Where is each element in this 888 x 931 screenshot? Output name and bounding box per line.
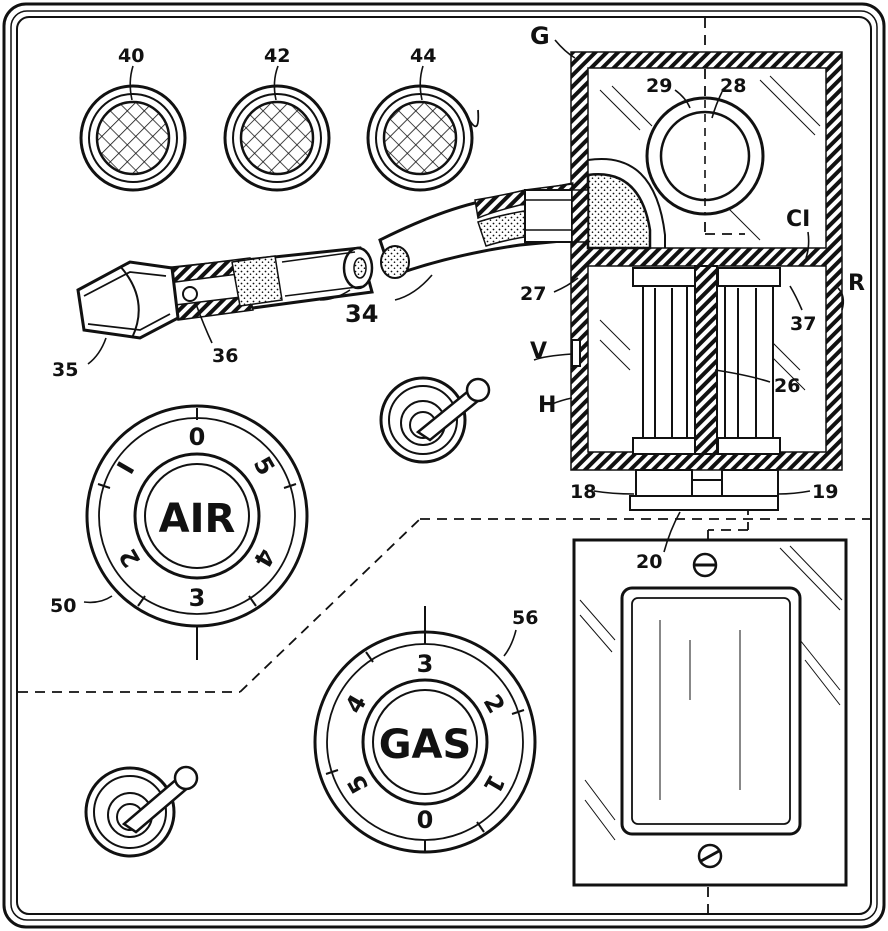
valve-v — [571, 339, 581, 367]
elbow-fitting — [586, 157, 666, 250]
air-dial-number-3: 3 — [189, 584, 206, 612]
label-37: 37 — [790, 313, 816, 335]
label-50: 50 — [50, 595, 76, 617]
air-dial[interactable]: AIR 0 I 5 2 4 3 — [85, 404, 309, 660]
toggle-switch-upper[interactable] — [379, 376, 491, 464]
screw-top-icon — [692, 552, 718, 578]
label-h: H — [538, 393, 556, 418]
reference-labels: 40 42 44 G 29 28 CI R 27 37 34 35 36 V H… — [50, 22, 865, 629]
gas-dial-title: GAS — [379, 722, 472, 768]
window-panel — [572, 538, 848, 887]
nozzle-35 — [76, 260, 180, 340]
label-c1: CI — [786, 207, 810, 232]
leader-lines — [83, 39, 845, 657]
port-28 — [645, 96, 765, 216]
filter-tubes — [632, 265, 781, 455]
screen-42 — [223, 84, 331, 192]
label-40: 40 — [118, 45, 144, 67]
label-29: 29 — [646, 75, 672, 97]
gas-dial-number-0: 0 — [417, 806, 434, 834]
label-18: 18 — [570, 481, 596, 503]
gas-dial-number-3: 3 — [417, 650, 434, 678]
label-v: V — [530, 339, 547, 364]
label-35: 35 — [52, 359, 78, 381]
screw-bottom-icon — [697, 843, 723, 869]
label-44: 44 — [410, 45, 436, 67]
label-19: 19 — [812, 481, 838, 503]
label-28: 28 — [720, 75, 746, 97]
label-20: 20 — [636, 551, 662, 573]
air-dial-number-0: 0 — [189, 423, 206, 451]
toggle-switch-lower[interactable] — [84, 765, 199, 858]
air-dial-title: AIR — [159, 496, 236, 542]
label-g: G — [530, 22, 550, 50]
label-34: 34 — [345, 300, 378, 328]
screen-40 — [79, 84, 187, 192]
bottom-fittings — [629, 469, 779, 511]
gas-dial[interactable]: GAS 3 4 2 5 1 0 — [313, 606, 537, 854]
label-26: 26 — [774, 375, 800, 397]
screen-44 — [366, 84, 480, 192]
label-42: 42 — [264, 45, 290, 67]
label-r: R — [848, 271, 865, 296]
label-36: 36 — [212, 345, 238, 367]
label-56: 56 — [512, 607, 538, 629]
label-27: 27 — [520, 283, 546, 305]
